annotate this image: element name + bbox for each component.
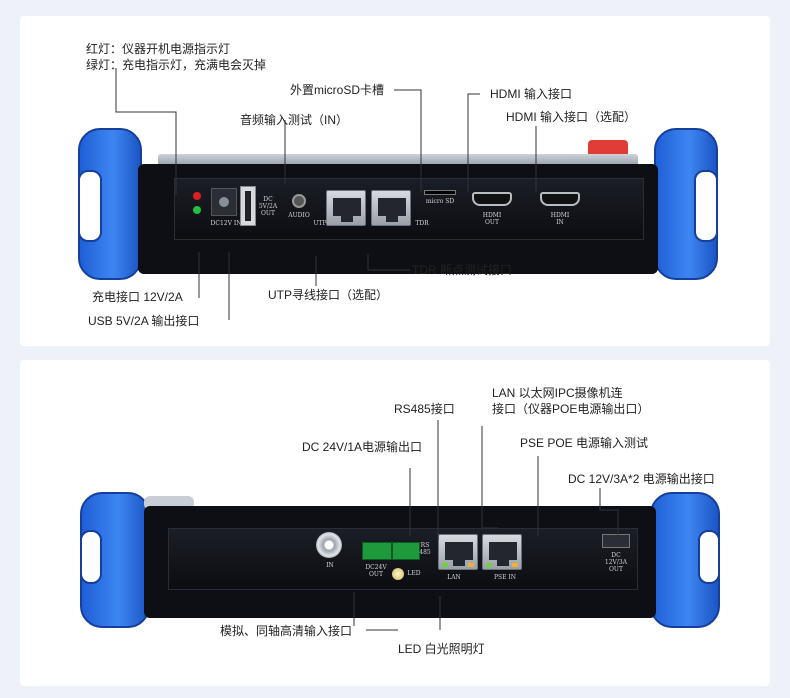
hdmi-out-mark: HDMI OUT (482, 212, 502, 226)
tdr-port (371, 190, 411, 226)
in-mark: IN (326, 562, 334, 569)
left-bumper-strap (78, 170, 102, 242)
hdmi-out-port (472, 192, 512, 206)
label-microsd: 外置microSD卡槽 (290, 83, 385, 97)
label-pse: PSE POE 电源输入测试 (520, 436, 649, 450)
dc24v-out-mark: DC24V OUT (365, 564, 387, 578)
bottom-panel: IN DC24V OUT RS 485 LED LAN PSE IN DC 12… (20, 360, 770, 686)
label-dc24v: DC 24V/1A电源输出口 (302, 440, 423, 454)
utp-mark: UTP (313, 220, 327, 227)
label-audio-in: 音频输入测试（IN） (240, 113, 349, 127)
label-charge: 充电接口 12V/2A (92, 290, 183, 304)
microsd-slot (424, 190, 456, 195)
label-led-light: LED 白光照明灯 (398, 642, 485, 656)
power-button (588, 140, 628, 154)
microsd-mark: micro SD (425, 198, 455, 205)
dc24v-terminal (362, 542, 392, 560)
left-bumper (80, 492, 150, 628)
label-lan-line1: LAN 以太网IPC摄像机连 (492, 386, 623, 400)
dc12v-output (602, 534, 630, 548)
usb-port (240, 186, 256, 226)
dc12v-in-mark: DC12V IN (210, 220, 242, 227)
dc-jack (211, 188, 237, 216)
label-utp: UTP寻线接口（选配） (268, 288, 389, 302)
dc12v-out-mark: DC 12V/3A OUT (604, 552, 628, 573)
label-led-red: 红灯：仪器开机电源指示灯 (86, 42, 231, 56)
lan-mark: LAN (447, 574, 461, 581)
label-lan-line2: 接口（仪器POE电源输出口） (492, 402, 650, 416)
label-hdmi-out: HDMI 输入接口（选配） (506, 110, 636, 124)
label-dc12v: DC 12V/3A*2 电源输出接口 (568, 472, 715, 486)
pse-port (482, 534, 522, 570)
led-mark: LED (407, 570, 421, 577)
top-panel: DC12V IN DC 5V/2A OUT AUDIO UTP TDR micr… (20, 16, 770, 346)
rs485-terminal (392, 542, 420, 560)
device-bottom-view: IN DC24V OUT RS 485 LED LAN PSE IN DC 12… (80, 492, 720, 632)
right-bumper-strap (698, 530, 720, 584)
led-light (392, 568, 404, 580)
bnc-connector (316, 532, 342, 558)
audio-jack (292, 194, 306, 208)
green-led (193, 206, 201, 214)
left-bumper-strap (80, 530, 102, 584)
dc5v-out-mark: DC 5V/2A OUT (258, 196, 278, 217)
rs485-mark: RS 485 (419, 542, 431, 556)
label-usb: USB 5V/2A 输出接口 (88, 314, 200, 328)
label-tdr: TDR 断点测试接口 (412, 263, 512, 277)
label-rs485: RS485接口 (394, 402, 455, 416)
lan-port (438, 534, 478, 570)
hdmi-in-mark: HDMI IN (550, 212, 570, 226)
utp-port (326, 190, 366, 226)
right-bumper (650, 492, 720, 628)
right-bumper-strap (694, 170, 718, 242)
red-led (193, 192, 201, 200)
audio-mark: AUDIO (288, 212, 310, 219)
tdr-mark: TDR (415, 220, 429, 227)
label-video-in: 模拟、同轴高清输入接口 (220, 624, 353, 638)
device-top-view: DC12V IN DC 5V/2A OUT AUDIO UTP TDR micr… (78, 126, 718, 286)
label-hdmi-in: HDMI 输入接口 (490, 87, 572, 101)
pse-in-mark: PSE IN (493, 574, 517, 581)
hdmi-in-port (540, 192, 580, 206)
label-led-green: 绿灯：充电指示灯，充满电会灭掉 (86, 58, 267, 72)
